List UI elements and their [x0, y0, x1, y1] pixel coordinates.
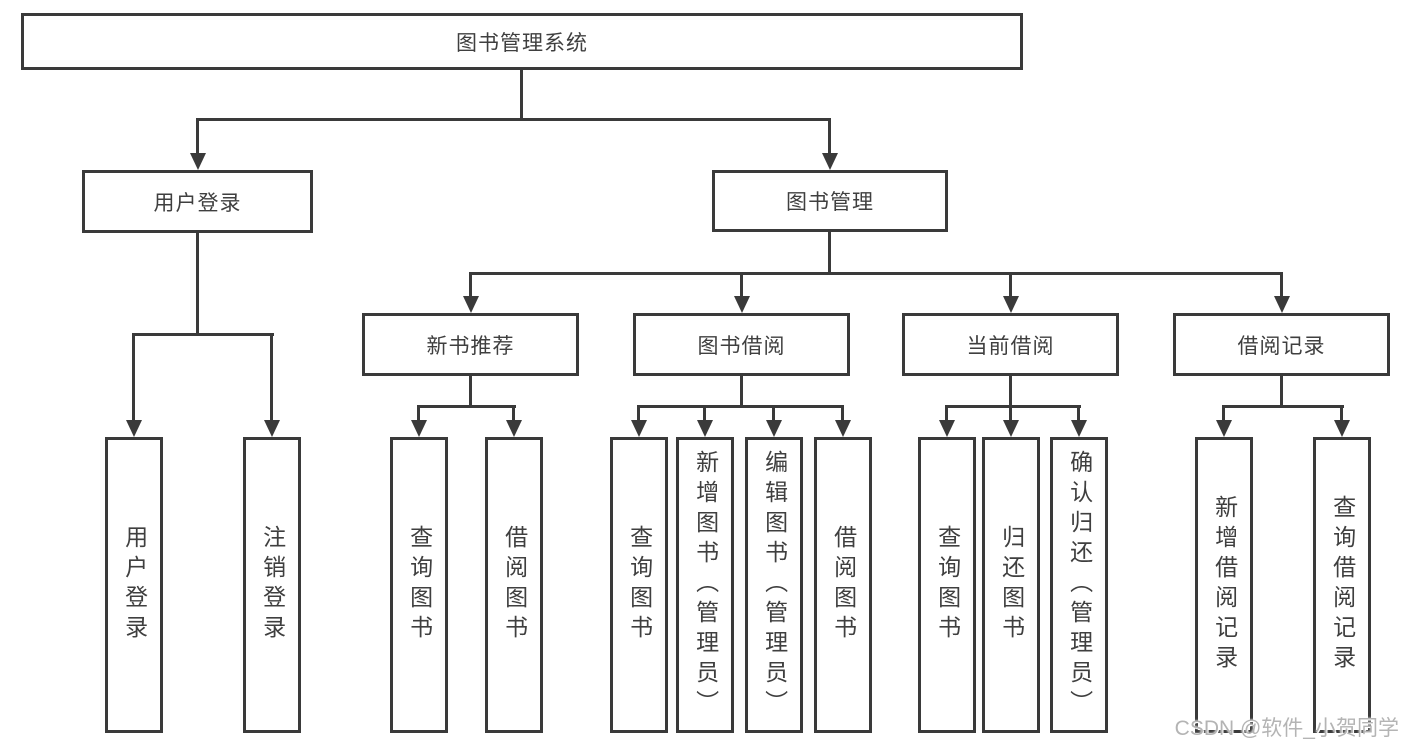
node-new-book-recommendation: 新书推荐	[362, 313, 579, 376]
connector-line	[196, 118, 831, 121]
connector-line	[469, 272, 1283, 275]
connector-line	[1222, 405, 1344, 408]
connector-line	[417, 405, 420, 421]
connector-line	[1222, 405, 1225, 421]
leaf-label: 注销登录	[259, 525, 286, 645]
node-label: 图书借阅	[697, 334, 786, 358]
arrowhead-icon	[190, 153, 206, 170]
arrowhead-icon	[1334, 420, 1350, 437]
node-root-library-management-system: 图书管理系统	[21, 13, 1023, 70]
leaf-query-borrow-record: 查询借阅记录	[1313, 437, 1371, 733]
node-label: 借阅记录	[1237, 334, 1326, 358]
connector-line	[270, 333, 273, 421]
leaf-query-books-recommend: 查询图书	[390, 437, 448, 733]
leaf-confirm-return-admin: 确认归还（管理员）	[1050, 437, 1108, 733]
leaf-add-borrow-record: 新增借阅记录	[1195, 437, 1253, 733]
connector-line	[196, 233, 199, 336]
leaf-label: 新增借阅记录	[1211, 495, 1238, 675]
arrowhead-icon	[126, 420, 142, 437]
arrowhead-icon	[463, 296, 479, 313]
connector-line	[1077, 405, 1080, 421]
leaf-label: 查询借阅记录	[1329, 495, 1356, 675]
leaf-label: 用户登录	[121, 525, 148, 645]
connector-line	[637, 405, 640, 421]
arrowhead-icon	[411, 420, 427, 437]
connector-line	[740, 376, 743, 408]
node-label: 新书推荐	[426, 334, 515, 358]
leaf-add-books-admin: 新增图书（管理员）	[676, 437, 734, 733]
leaf-label: 查询图书	[934, 525, 961, 645]
arrowhead-icon	[1274, 296, 1290, 313]
node-label: 图书管理系统	[456, 31, 588, 55]
arrowhead-icon	[939, 420, 955, 437]
connector-line	[841, 405, 844, 421]
leaf-label: 编辑图书（管理员）	[761, 450, 788, 720]
leaf-label: 确认归还（管理员）	[1066, 450, 1093, 720]
node-current-borrowing: 当前借阅	[902, 313, 1119, 376]
connector-line	[703, 405, 706, 421]
csdn-watermark: CSDN @软件_小贺同学	[1174, 717, 1399, 740]
leaf-user-login: 用户登录	[105, 437, 163, 733]
leaf-borrow-books: 借阅图书	[814, 437, 872, 733]
leaf-label: 查询图书	[406, 525, 433, 645]
leaf-edit-books-admin: 编辑图书（管理员）	[745, 437, 803, 733]
arrowhead-icon	[631, 420, 647, 437]
leaf-borrow-books-recommend: 借阅图书	[485, 437, 543, 733]
connector-line	[828, 118, 831, 155]
arrowhead-icon	[822, 153, 838, 170]
arrowhead-icon	[1071, 420, 1087, 437]
leaf-query-books-current: 查询图书	[918, 437, 976, 733]
arrowhead-icon	[506, 420, 522, 437]
node-user-login: 用户登录	[82, 170, 313, 233]
connector-line	[1280, 272, 1283, 298]
connector-line	[512, 405, 515, 421]
arrowhead-icon	[697, 420, 713, 437]
connector-line	[1009, 376, 1012, 408]
arrowhead-icon	[766, 420, 782, 437]
connector-line	[520, 70, 523, 121]
connector-line	[637, 405, 844, 408]
connector-line	[945, 405, 948, 421]
node-book-management: 图书管理	[712, 170, 948, 232]
leaf-label: 查询图书	[626, 525, 653, 645]
node-label: 图书管理	[786, 191, 874, 214]
node-book-borrowing: 图书借阅	[633, 313, 850, 376]
leaf-logout: 注销登录	[243, 437, 301, 733]
connector-line	[469, 272, 472, 298]
connector-line	[945, 405, 1081, 408]
leaf-label: 归还图书	[998, 525, 1025, 645]
arrowhead-icon	[1003, 420, 1019, 437]
connector-line	[1009, 272, 1012, 298]
connector-line	[196, 118, 199, 155]
arrowhead-icon	[1003, 296, 1019, 313]
arrowhead-icon	[835, 420, 851, 437]
connector-line	[132, 333, 274, 336]
connector-line	[469, 376, 472, 408]
leaf-return-books: 归还图书	[982, 437, 1040, 733]
leaf-label: 借阅图书	[830, 525, 857, 645]
node-label: 用户登录	[153, 191, 242, 215]
node-borrowing-records: 借阅记录	[1173, 313, 1390, 376]
arrowhead-icon	[1216, 420, 1232, 437]
connector-line	[1009, 405, 1012, 421]
connector-line	[417, 405, 516, 408]
connector-line	[1280, 376, 1283, 408]
connector-line	[132, 333, 135, 421]
arrowhead-icon	[264, 420, 280, 437]
leaf-query-books-borrow: 查询图书	[610, 437, 668, 733]
connector-line	[828, 232, 831, 275]
connector-line	[772, 405, 775, 421]
connector-line	[1340, 405, 1343, 421]
arrowhead-icon	[734, 296, 750, 313]
leaf-label: 借阅图书	[501, 525, 528, 645]
leaf-label: 新增图书（管理员）	[692, 450, 719, 720]
node-label: 当前借阅	[966, 334, 1055, 358]
connector-line	[740, 272, 743, 298]
